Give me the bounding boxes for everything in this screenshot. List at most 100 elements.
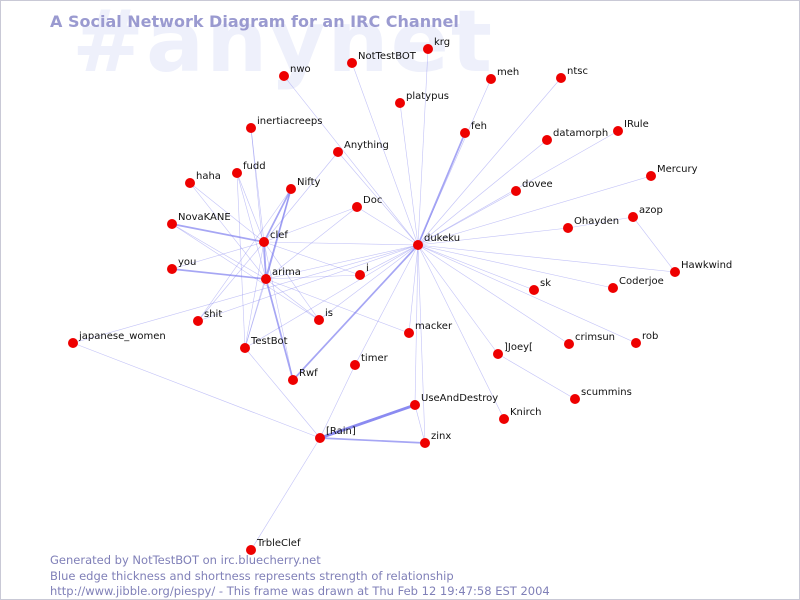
- node-krg: krg: [423, 37, 450, 54]
- node-dot: [564, 339, 574, 349]
- node-label: zinx: [431, 431, 451, 442]
- edge-dukeku-japanese_women: [72, 244, 419, 344]
- node-label: azop: [639, 205, 663, 216]
- edge-dukeku-Knirch: [417, 244, 505, 420]
- node-label: Hawkwind: [681, 260, 732, 271]
- node-TrbleClef: TrbleClef: [246, 538, 301, 555]
- edge-dukeku-Joey: [417, 244, 499, 355]
- edge-clef-i: [263, 241, 361, 276]
- node-label: Nifty: [297, 177, 321, 188]
- node-clef: clef: [259, 230, 288, 247]
- edge-arima-inertiacreeps: [250, 127, 267, 280]
- edge-NovaKANE-is: [171, 223, 320, 321]
- edge-dukeku-Mercury: [417, 175, 652, 246]
- edge-dukeku-clef: [263, 241, 419, 246]
- node-dot: [511, 186, 521, 196]
- edge-azop-Ohayden: [567, 216, 634, 229]
- node-Mercury: Mercury: [646, 164, 698, 181]
- node-label: Coderjoe: [619, 276, 664, 287]
- node-dot: [529, 285, 539, 295]
- node-dot: [395, 98, 405, 108]
- edge-UseAndDestroy-zinx: [414, 404, 426, 444]
- node-ntsc: ntsc: [556, 66, 588, 83]
- node-dovee: dovee: [511, 179, 553, 196]
- node-dukeku: dukeku: [413, 233, 460, 250]
- node-label: NovaKANE: [178, 212, 231, 223]
- node-inertiacreeps: inertiacreeps: [246, 116, 322, 133]
- edge-dukeku-timer: [354, 244, 419, 366]
- edge-fudd-TestBot: [236, 172, 246, 349]
- node-rob: rob: [631, 331, 658, 348]
- node-dot: [185, 178, 195, 188]
- node-dot: [413, 240, 423, 250]
- node-shit: shit: [193, 309, 222, 326]
- node-dot: [314, 315, 324, 325]
- node-dot: [670, 267, 680, 277]
- edge-dukeku-dovee: [417, 190, 517, 246]
- node-dot: [333, 147, 343, 157]
- node-label: TestBot: [250, 336, 288, 347]
- edge-arima-macker: [265, 278, 410, 334]
- node-is: is: [314, 308, 333, 325]
- node-dot: [563, 223, 573, 233]
- node-label: crimsun: [575, 332, 615, 343]
- node-dot: [355, 270, 365, 280]
- node-label: macker: [415, 321, 453, 332]
- edge-dukeku-macker: [408, 244, 419, 334]
- node-i: i: [355, 263, 369, 280]
- node-Anything: Anything: [333, 140, 389, 157]
- edge-dukeku-rob: [417, 244, 637, 344]
- edge-dukeku-arima: [265, 244, 419, 280]
- node-zinx: zinx: [420, 431, 451, 448]
- node-sk: sk: [529, 278, 551, 295]
- edge-arima-NovaKANE: [171, 223, 267, 280]
- node-dot: [288, 375, 298, 385]
- node-Rain: [Rain]: [315, 426, 356, 443]
- node-macker: macker: [404, 321, 453, 338]
- edge-clef-shit: [197, 241, 265, 322]
- edge-clef-TestBot: [244, 241, 265, 349]
- edge-dukeku-TestBot: [244, 244, 419, 349]
- node-Knirch: Knirch: [499, 407, 541, 424]
- edge-dukeku-Doc: [356, 206, 419, 246]
- node-label: dukeku: [424, 233, 460, 244]
- node-Rwf: Rwf: [288, 368, 318, 385]
- node-label: meh: [497, 67, 519, 78]
- node-haha: haha: [185, 171, 221, 188]
- node-Nifty: Nifty: [286, 177, 321, 194]
- node-dot: [350, 360, 360, 370]
- node-label: platypus: [406, 91, 449, 102]
- node-label: sk: [540, 278, 551, 289]
- edge-dukeku-sk: [417, 244, 535, 291]
- edge-dukeku-Rwf: [292, 244, 419, 381]
- edge-Rain-timer: [319, 364, 356, 439]
- node-Joey: ]Joey[: [493, 342, 533, 359]
- node-Ohayden: Ohayden: [563, 216, 619, 233]
- edge-dukeku-Ohayden: [417, 227, 569, 246]
- node-japanese_women: japanese_women: [68, 331, 166, 348]
- edge-dukeku-shit: [197, 244, 419, 322]
- edge-Nifty-TestBot: [244, 188, 292, 349]
- node-Doc: Doc: [352, 195, 382, 212]
- node-dot: [646, 171, 656, 181]
- edge-dukeku-zinx: [417, 244, 426, 444]
- node-label: i: [366, 263, 369, 274]
- node-dot: [423, 44, 433, 54]
- edge-arima-Rwf: [265, 278, 294, 381]
- node-dot: [279, 71, 289, 81]
- node-dot: [352, 202, 362, 212]
- node-dot: [404, 328, 414, 338]
- node-dot: [68, 338, 78, 348]
- node-dot: [460, 128, 470, 138]
- diagram-title: A Social Network Diagram for an IRC Chan…: [50, 12, 459, 31]
- node-meh: meh: [486, 67, 519, 84]
- node-dot: [570, 394, 580, 404]
- node-dot: [259, 237, 269, 247]
- node-NovaKANE: NovaKANE: [167, 212, 231, 229]
- edge-Nifty-shit: [197, 188, 292, 322]
- edge-arima-Nifty: [265, 188, 292, 280]
- edge-clef-fudd: [236, 172, 265, 243]
- node-dot: [542, 135, 552, 145]
- node-dot: [246, 545, 256, 555]
- node-dot: [608, 283, 618, 293]
